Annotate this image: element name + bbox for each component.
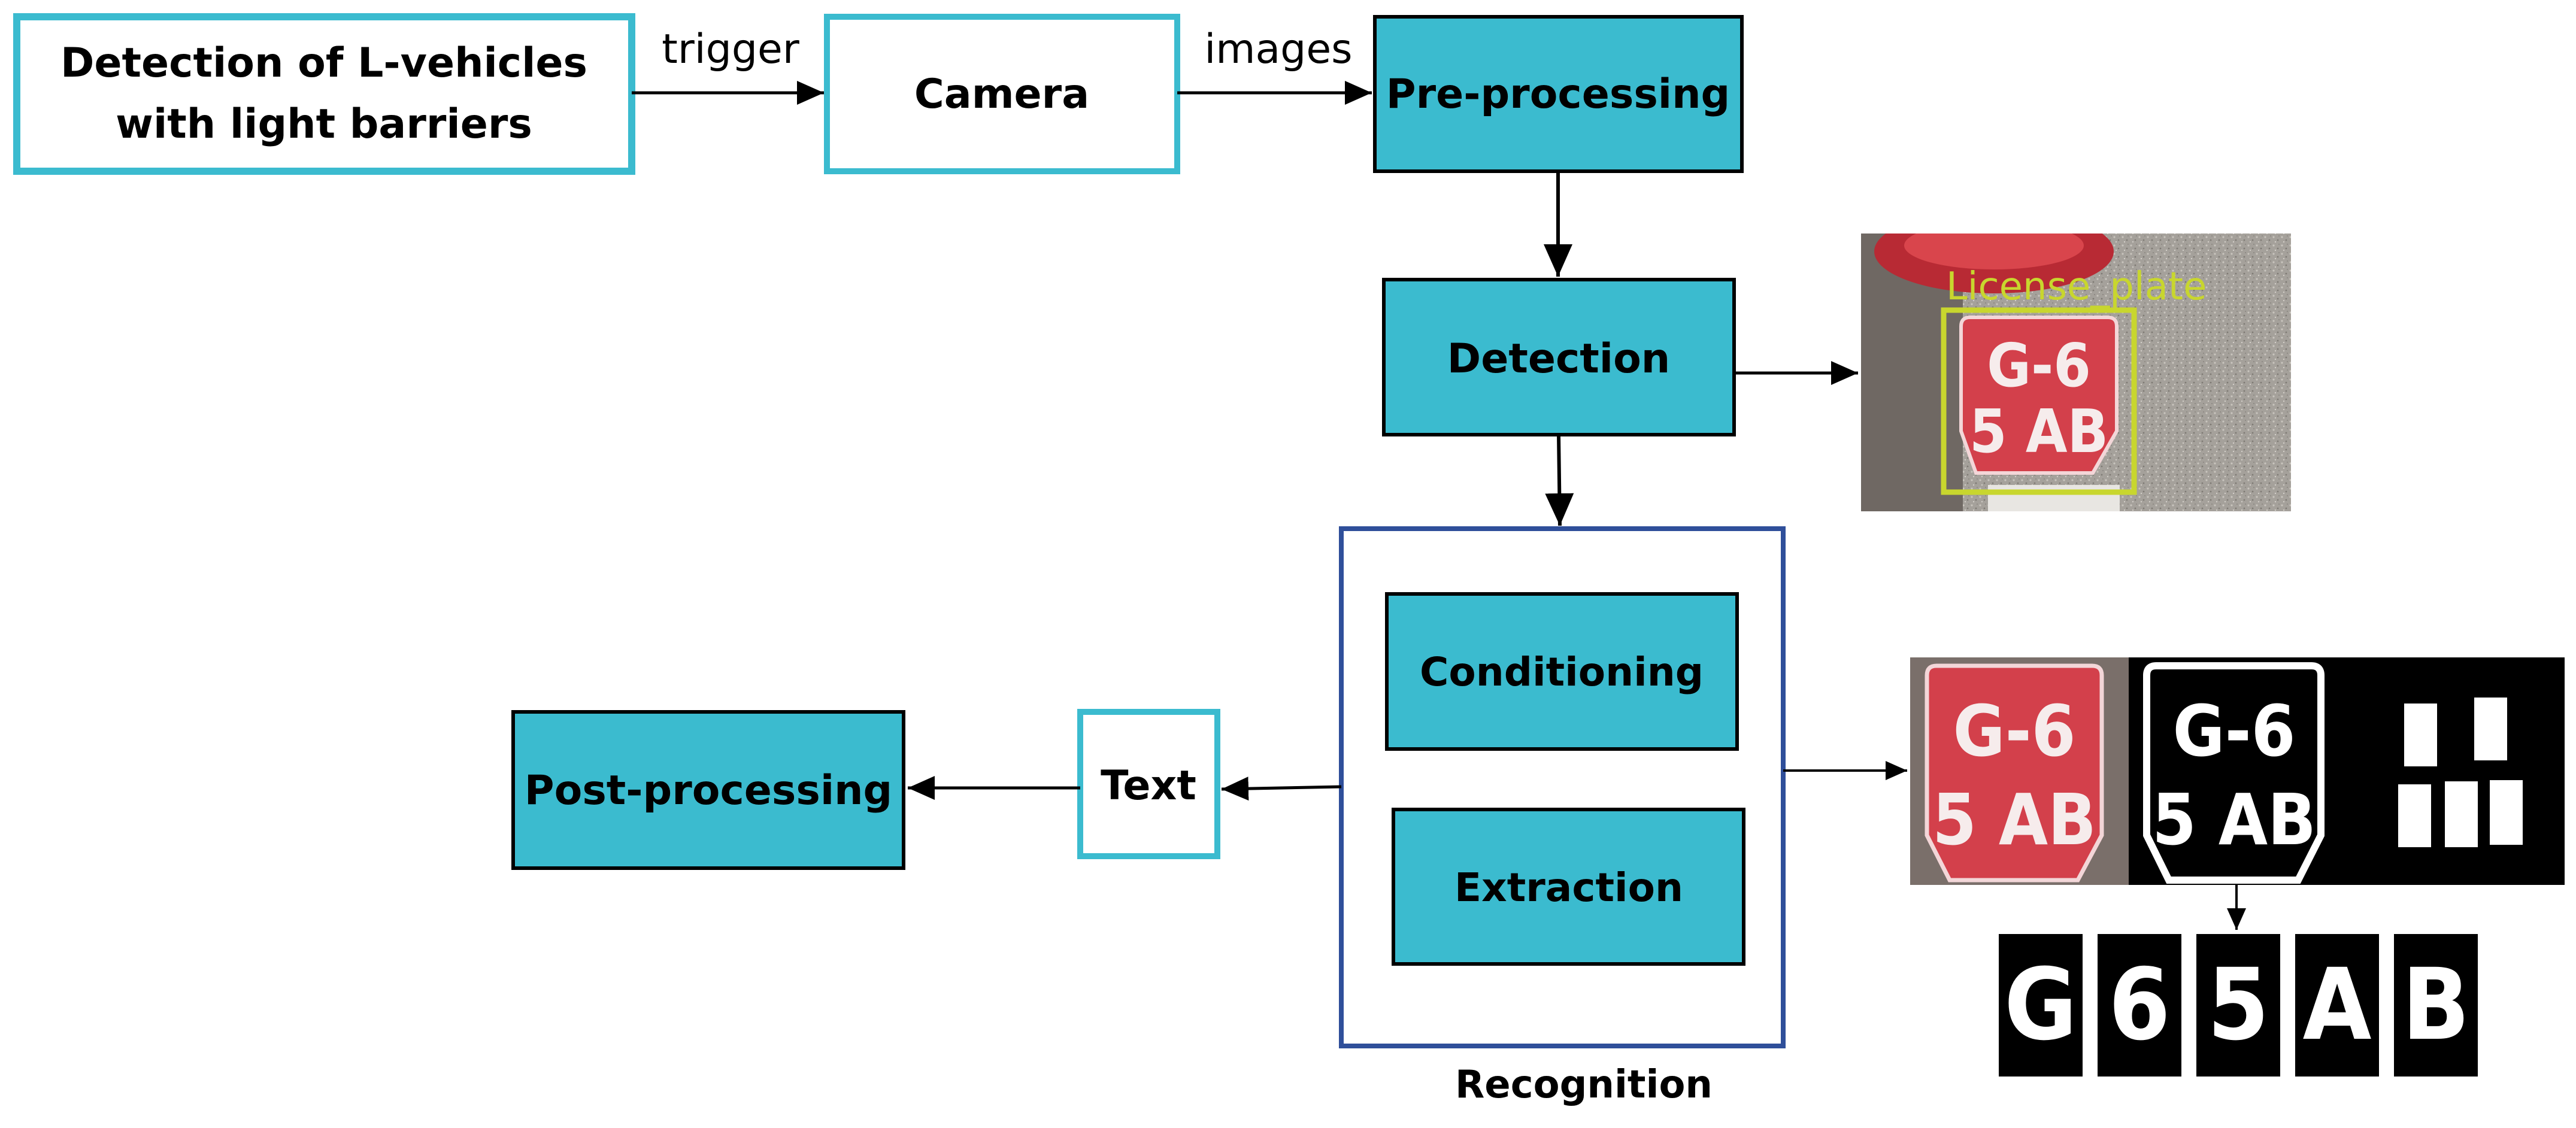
detection-bounding-box	[1941, 307, 2137, 495]
character-blobs	[2398, 698, 2523, 847]
edge-detection-to-recognition	[1545, 434, 1574, 526]
char-tile-1: G	[1999, 934, 2083, 1077]
strip-red-plate-line2: 5 AB	[1932, 778, 2096, 861]
char-tile-5: B	[2394, 934, 2478, 1077]
node-conditioning-label: Conditioning	[1420, 649, 1704, 695]
char-2: 6	[2108, 947, 2170, 1062]
char-1: G	[2004, 947, 2077, 1062]
node-extraction: Extraction	[1392, 808, 1745, 966]
char-3: 5	[2207, 947, 2269, 1062]
node-extraction-label: Extraction	[1454, 865, 1683, 911]
char-tile-2: 6	[2098, 934, 2181, 1077]
node-postprocessing-label: Post-processing	[525, 767, 892, 814]
char-tile-4: A	[2295, 934, 2379, 1077]
conditioning-image-strip: G-6 5 AB G-6 5 AB	[1910, 657, 2565, 885]
char-tile-3: 5	[2196, 934, 2280, 1077]
segmented-characters: G 6 5 A B	[1999, 934, 2478, 1077]
node-text: Text	[1077, 709, 1220, 859]
node-light-barrier-detection: Detection of L-vehicles with light barri…	[13, 13, 635, 175]
node-preprocessing: Pre-processing	[1373, 15, 1744, 173]
photo-plate-line2: 5 AB	[1969, 396, 2108, 466]
node-detection-label: Detection	[1447, 335, 1670, 383]
node-postprocessing: Post-processing	[511, 710, 905, 870]
photo-plate-line1: G-6	[1987, 330, 2091, 401]
node-text-label: Text	[1101, 762, 1196, 809]
node-light-barrier-line2: with light barriers	[116, 101, 532, 148]
char-4: A	[2303, 947, 2372, 1062]
node-conditioning: Conditioning	[1385, 592, 1739, 751]
detection-photo: G-6 5 AB License_plate	[1861, 234, 2291, 511]
node-camera-label: Camera	[914, 71, 1089, 118]
node-light-barrier-line1: Detection of L-vehicles	[60, 40, 587, 87]
edge-trigger-label: trigger	[662, 26, 799, 73]
node-detection: Detection	[1382, 278, 1736, 436]
edge-images-label: images	[1204, 26, 1352, 73]
strip-bw-plate-line2: 5 AB	[2152, 778, 2316, 861]
detection-box-label: License_plate	[1946, 265, 2207, 309]
char-5: B	[2402, 947, 2469, 1062]
node-preprocessing-label: Pre-processing	[1386, 71, 1730, 118]
recognition-label: Recognition	[1455, 1063, 1713, 1107]
strip-red-plate-line1: G-6	[1953, 690, 2075, 772]
node-camera: Camera	[824, 14, 1180, 174]
strip-bw-plate-line1: G-6	[2172, 690, 2295, 772]
edge-recognition-to-text	[1221, 777, 1342, 801]
